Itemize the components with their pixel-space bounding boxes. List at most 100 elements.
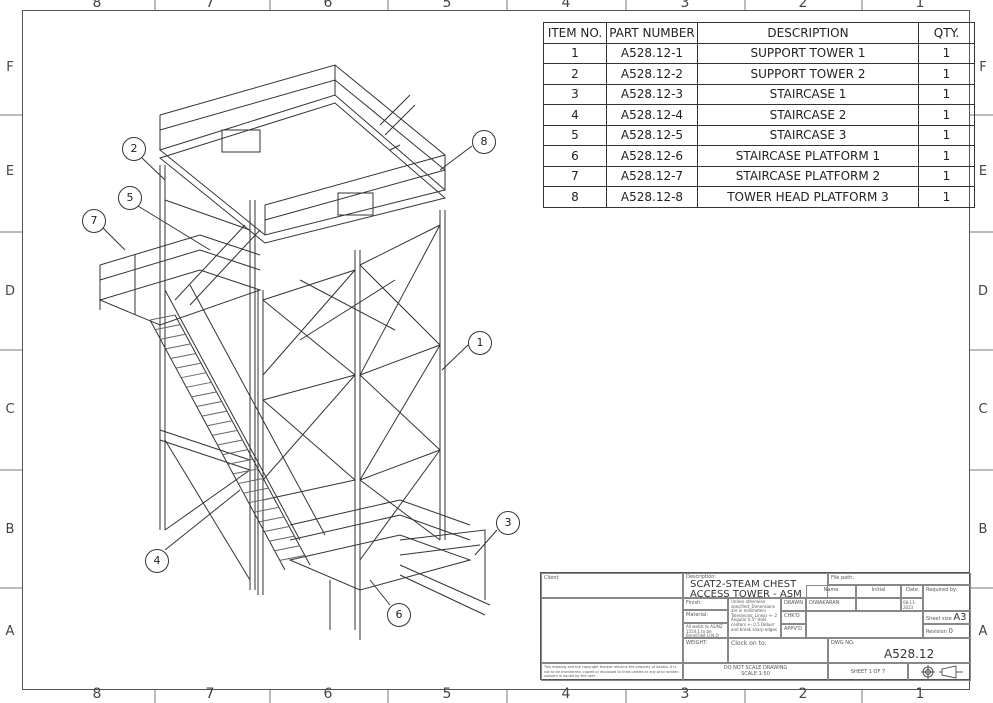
zone-row: B <box>5 522 15 537</box>
drawn-initial <box>856 598 901 611</box>
bom-description: STAIRCASE 1 <box>697 83 919 105</box>
approval-cells <box>806 611 923 638</box>
zone-col: 5 <box>442 686 452 702</box>
zone-col: 6 <box>323 0 333 11</box>
stair-tread <box>149 314 176 321</box>
staircase-2 <box>149 284 326 571</box>
balloon-2: 2 <box>122 137 146 161</box>
bom-header-row: ITEM NO. PART NUMBER DESCRIPTION QTY. <box>543 22 975 44</box>
stair-tread <box>253 506 279 513</box>
bom-description: STAIRCASE PLATFORM 1 <box>697 145 919 167</box>
finish-cell: Finish: <box>683 598 728 610</box>
scale-value: SCALE 1:50 <box>741 671 770 677</box>
zone-row: D <box>4 284 15 299</box>
material-cell: Material: <box>683 610 728 623</box>
bom-description: STAIRCASE 3 <box>697 124 919 146</box>
zone-col: 3 <box>680 686 690 702</box>
welds-note: All welds to AS/NZ 1554.1 to be 6mmFille… <box>683 623 728 638</box>
bom-item-no: 6 <box>543 145 607 167</box>
zone-row: A <box>978 624 988 639</box>
stair-tread <box>222 449 248 456</box>
name-header: Name <box>806 585 856 598</box>
zone-col: 1 <box>915 686 925 702</box>
weight-label: WEIGHT: <box>686 640 708 646</box>
zone-row: B <box>978 522 988 537</box>
dwg-no-cell: DWG NO. A528.12 <box>828 638 971 663</box>
revision-cell: Revision 0 <box>923 624 971 638</box>
zone-col: 7 <box>205 686 215 702</box>
date-header: Date <box>901 585 923 598</box>
bom-header-item-no: ITEM NO. <box>543 22 607 44</box>
stair-tread <box>160 333 186 340</box>
bom-qty: 1 <box>918 165 975 187</box>
zone-row: C <box>5 402 15 417</box>
bom-qty: 1 <box>918 124 975 146</box>
bom-item-no: 4 <box>543 104 607 126</box>
zone-col: 1 <box>915 0 925 11</box>
bom-part-number: A528.12-2 <box>606 63 698 85</box>
bom-qty: 1 <box>918 186 975 208</box>
bom-qty: 1 <box>918 42 975 64</box>
balloon-3: 3 <box>496 511 520 535</box>
staircase-3 <box>174 224 261 306</box>
balloon-4: 4 <box>145 549 169 573</box>
support-tower-1 <box>257 210 446 630</box>
zone-row: A <box>5 624 15 639</box>
zone-col: 4 <box>561 0 571 11</box>
material-label: Material: <box>686 612 708 618</box>
clock-label: Clock on to: <box>731 640 767 647</box>
zone-col: 8 <box>92 0 102 11</box>
zone-col: 6 <box>323 686 333 702</box>
sheet-cell: SHEET 1 OF 7 <box>828 663 908 681</box>
staircase-platform-2 <box>98 234 262 326</box>
stair-tread <box>227 458 253 465</box>
bom-item-no: 7 <box>543 165 607 187</box>
balloon-8: 8 <box>472 130 496 154</box>
required-by-label: Required by: <box>926 587 958 593</box>
bom-item-no: 5 <box>543 124 607 146</box>
zone-row: E <box>978 164 988 179</box>
copyright-note: This drawing and the copyright thereof r… <box>541 663 683 681</box>
stair-tread <box>279 554 305 561</box>
zone-row: D <box>977 284 988 299</box>
drawing-border <box>22 10 970 690</box>
no-scale-note: DO NOT SCALE DRAWING <box>723 665 788 671</box>
staircase-2-treads <box>149 314 305 561</box>
zone-col: 7 <box>205 0 215 11</box>
stair-tread <box>186 381 212 388</box>
stair-tread <box>196 401 222 408</box>
balloon-6: 6 <box>387 603 411 627</box>
support-tower-2 <box>159 165 256 590</box>
stair-tread <box>232 468 259 475</box>
dwg-no-value: A528.12 <box>884 647 935 661</box>
bom-header-qty: QTY. <box>918 22 975 44</box>
zone-col: 3 <box>680 0 690 11</box>
stair-tread <box>155 324 181 331</box>
weight-cell: WEIGHT: <box>683 638 728 663</box>
drawn-name: DIWAKARAN <box>806 598 856 611</box>
stair-tread <box>170 352 196 359</box>
title-block: Client This drawing and the copyright th… <box>540 572 971 681</box>
stair-tread <box>165 343 191 350</box>
bom-description: TOWER HEAD PLATFORM 3 <box>697 186 919 208</box>
zone-col: 4 <box>561 686 571 702</box>
dwg-no-label: DWG NO. <box>831 640 855 646</box>
finish-label: Finish: <box>686 600 702 606</box>
sheet-size-value: A3 <box>953 612 967 623</box>
zone-row: F <box>979 60 987 75</box>
bom-part-number: A528.12-8 <box>606 186 698 208</box>
zone-row: E <box>5 164 15 179</box>
chkd-label: CHK'D <box>781 611 806 624</box>
client-cell: Client <box>541 573 683 598</box>
bom-qty: 1 <box>918 145 975 167</box>
balloon-5: 5 <box>118 186 142 210</box>
stair-tread <box>175 362 202 369</box>
tower-head-platform <box>158 64 447 244</box>
bom-part-number: A528.12-3 <box>606 83 698 105</box>
stair-tread <box>217 439 243 446</box>
zone-col: 2 <box>798 686 808 702</box>
